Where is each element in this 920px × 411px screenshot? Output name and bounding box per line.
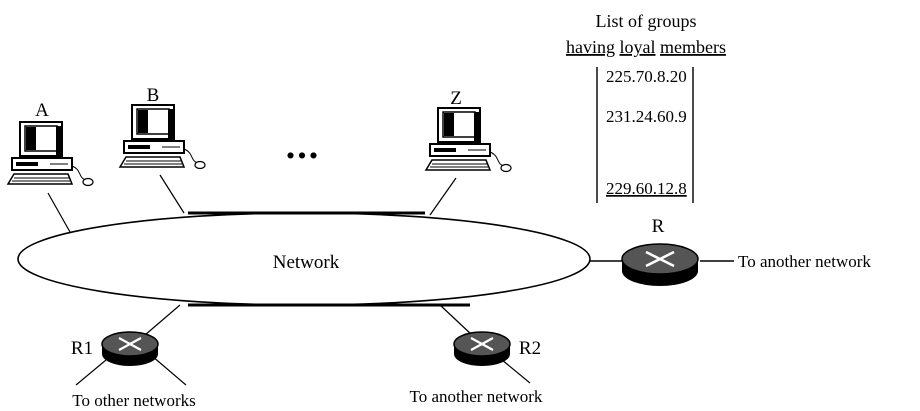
host-a-link — [47, 192, 71, 233]
network-label: Network — [273, 252, 340, 273]
computer-b-icon — [119, 104, 206, 170]
host-z-label: Z — [450, 88, 462, 109]
router-r1-out-link-2 — [151, 355, 187, 386]
list-title: List of groups — [596, 11, 697, 31]
host-b-label: B — [147, 85, 160, 106]
router-r2-label: R2 — [519, 338, 541, 359]
router-r2-link — [439, 304, 473, 336]
more-hosts-ellipsis: ... — [286, 125, 321, 167]
list-subtitle-word-loyal: loyal — [620, 37, 656, 57]
group-ip-1: 225.70.8.20 — [606, 67, 687, 86]
router-r2-destination: To another network — [410, 387, 543, 406]
router-r-icon — [620, 242, 700, 288]
list-subtitle-word-members: members — [660, 37, 726, 57]
router-r-destination: To another network — [738, 252, 871, 271]
computer-z-icon — [425, 107, 512, 173]
router-r1-icon — [100, 330, 160, 368]
router-r1-destination: To other networks — [72, 391, 195, 410]
list-subtitle-word-having: having — [566, 37, 615, 57]
router-r-label: R — [652, 216, 665, 237]
host-a-label: A — [35, 100, 49, 121]
router-r2-icon — [452, 330, 512, 368]
router-r1-label: R1 — [71, 338, 93, 359]
group-ip-2: 231.24.60.9 — [606, 107, 687, 126]
host-b-link — [159, 174, 185, 214]
group-ip-3: 229.60.12.8 — [606, 179, 687, 198]
list-subtitle: having loyal members — [566, 37, 726, 57]
router-r1-link — [144, 304, 181, 336]
computer-a-icon — [7, 121, 94, 187]
host-z-link — [429, 177, 457, 216]
